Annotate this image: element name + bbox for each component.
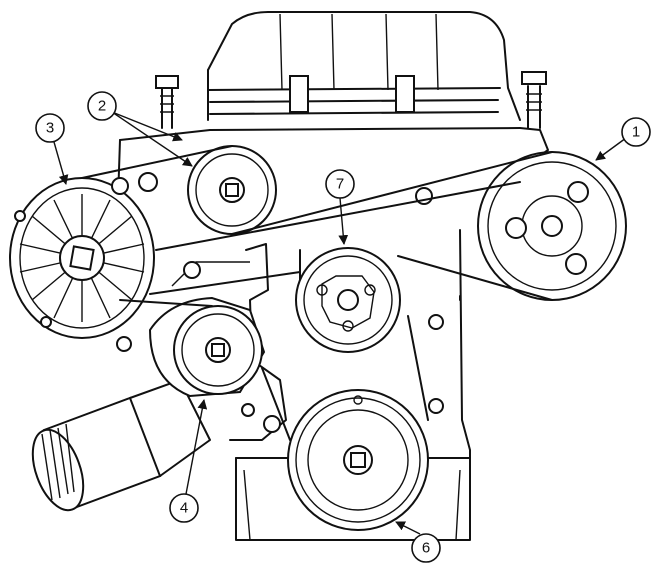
callout-3: 3 (35, 113, 69, 185)
callout-7-label: 7 (336, 176, 344, 193)
idler-pulley (187, 145, 277, 235)
callout-6-label: 6 (422, 540, 430, 557)
alternator (9, 177, 155, 339)
alternator-fins (19, 194, 145, 322)
callout-7: 7 (325, 169, 355, 245)
callout-4-label: 4 (180, 500, 188, 517)
power-steering-pulley (477, 151, 627, 301)
right-stud (521, 71, 547, 129)
crankshaft-pulley (287, 389, 429, 531)
callout-3-label: 3 (46, 120, 54, 137)
drive-belt (81, 145, 553, 441)
callout-2: 2 (87, 91, 193, 167)
callout-2-label: 2 (98, 98, 106, 115)
callout-4: 4 (169, 399, 208, 523)
callout-1: 1 (595, 117, 651, 161)
belt-tensioner (148, 296, 266, 398)
left-stud (155, 75, 179, 129)
callout-6: 6 (395, 521, 441, 563)
callout-1-label: 1 (632, 124, 640, 141)
water-pump-pulley (295, 247, 401, 353)
oil-filter (31, 379, 211, 512)
